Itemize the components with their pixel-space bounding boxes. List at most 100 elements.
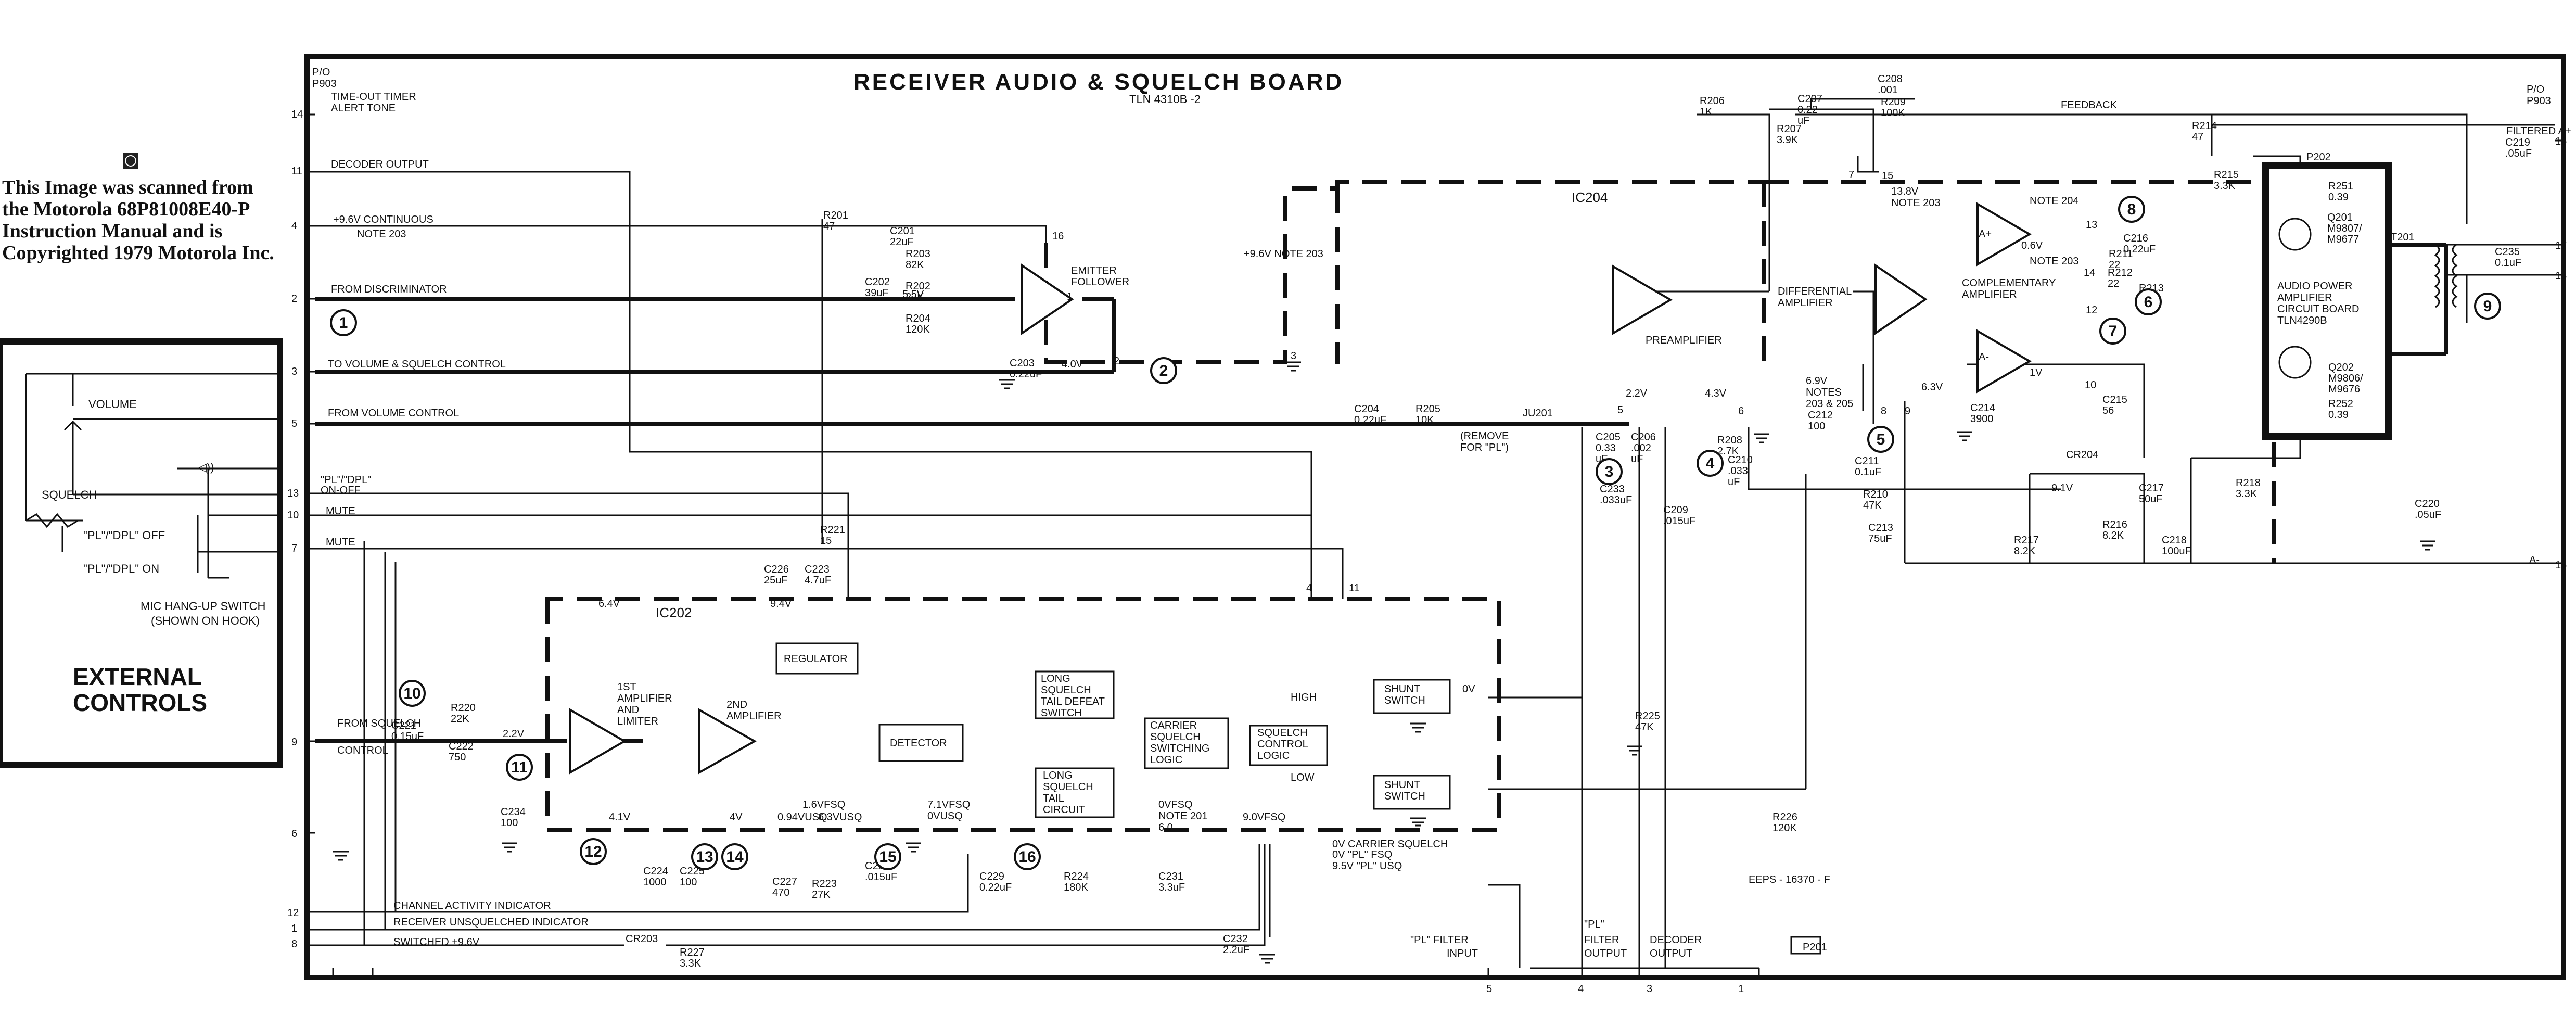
complementary-amp-1 xyxy=(1976,202,2032,267)
voltage-label: 9.0VFSQ xyxy=(1243,811,1285,823)
svg-text:16: 16 xyxy=(1018,848,1036,866)
preamplifier-amp xyxy=(1612,264,1673,335)
first-amp xyxy=(569,708,627,775)
voltage-label: 5.5V xyxy=(902,289,924,300)
voltage-label: 4.3V xyxy=(1705,388,1727,399)
connector-pins xyxy=(307,113,2564,946)
signal-from-squelch: FROM SQUELCH xyxy=(337,718,421,729)
label-low: LOW xyxy=(1291,772,1315,783)
board-outline xyxy=(304,54,2566,980)
shunt-switch-1 xyxy=(1373,679,1451,714)
out-pin-1: 1 xyxy=(1738,983,1744,995)
copyright-line-3: Instruction Manual and is xyxy=(2,220,222,242)
ic-pin: 1 xyxy=(1067,291,1073,302)
out-pin-4: 4 xyxy=(1578,983,1584,995)
voltage-label: NOTE 204 xyxy=(2030,195,2078,207)
out-pin-3: 3 xyxy=(1647,983,1652,995)
component-cr204: CR204 xyxy=(2066,449,2098,461)
component-c209: C209.015uF xyxy=(1663,504,1695,527)
voltage-label: 0VFSQ xyxy=(1158,799,1193,810)
svg-text:P903: P903 xyxy=(2527,95,2551,107)
test-point-11: 11 xyxy=(506,754,533,781)
pin-7: 7 xyxy=(291,543,297,554)
bottom-outputs: "PL" FILTER INPUT 5 "PL" FILTER OUTPUT 4… xyxy=(332,151,2331,995)
ic204-label: IC204 xyxy=(1572,189,1608,205)
pin-16: 16 xyxy=(2555,136,2567,147)
component-c219: C219.05uF xyxy=(2505,137,2532,159)
copyright-line-2: the Motorola 68P81008E40-P xyxy=(2,198,250,220)
ic-pin: 4 xyxy=(1306,582,1312,594)
test-point-3: 3 xyxy=(1596,458,1623,485)
external-title: EXTERNAL xyxy=(73,663,202,690)
signal-9v6: +9.6V CONTINUOUS xyxy=(333,214,433,225)
signal-decoder: DECODER OUTPUT xyxy=(331,159,429,170)
ic-pin: 11 xyxy=(1349,582,1360,594)
board-title: RECEIVER AUDIO & SQUELCH BOARD xyxy=(853,69,1344,95)
pin-4: 4 xyxy=(291,220,297,232)
signal-control: CONTROL xyxy=(337,745,388,756)
voltage-label: NOTES xyxy=(1806,387,1842,398)
signal-timeout: TIME-OUT TIMER xyxy=(331,91,416,103)
signal-note203: NOTE 203 xyxy=(357,229,406,240)
signal-a-minus: A- xyxy=(2529,554,2540,566)
shunt-switch-2 xyxy=(1373,775,1451,810)
pin-5: 5 xyxy=(291,418,297,429)
voltage-label: 0V "PL" FSQ xyxy=(1332,849,1392,860)
voltage-label: +9.6V NOTE 203 xyxy=(1244,248,1323,260)
squelch-logic-block xyxy=(1249,725,1328,766)
ic202-label: IC202 xyxy=(656,605,692,620)
signal-filtered-a: FILTERED A+ xyxy=(2506,125,2571,137)
svg-text:11: 11 xyxy=(511,759,528,776)
component-c208: C208.001 xyxy=(1878,73,1903,96)
svg-text:13: 13 xyxy=(696,848,713,866)
component-c220: C220.05uF xyxy=(2415,498,2441,521)
pin-3: 3 xyxy=(291,366,297,377)
regulator-label: REGULATOR xyxy=(784,653,848,665)
p202-label: P202 xyxy=(2306,151,2331,163)
component-t201: T201 xyxy=(2391,232,2415,243)
test-point-16: 16 xyxy=(1014,843,1041,870)
mic-switch-label: MIC HANG-UP SWITCH xyxy=(141,600,265,613)
svg-text:15: 15 xyxy=(879,848,896,866)
pl-off-label: "PL"/"DPL" OFF xyxy=(83,529,165,542)
copyright-line-4: Copyrighted 1979 Motorola Inc. xyxy=(2,242,274,264)
svg-text:P/O: P/O xyxy=(2527,84,2544,95)
second-amp xyxy=(698,708,757,775)
copyright-note: This Image was scanned from the Motorola… xyxy=(2,153,274,264)
svg-text:1: 1 xyxy=(339,314,348,332)
voltage-label: 9.1V xyxy=(2051,483,2073,494)
component-ju201: JU201 xyxy=(1523,408,1553,419)
ic-pin: 3 xyxy=(1291,350,1296,362)
signal-mute-1: MUTE xyxy=(326,505,355,517)
left-connector: P/O P903 xyxy=(312,67,337,90)
